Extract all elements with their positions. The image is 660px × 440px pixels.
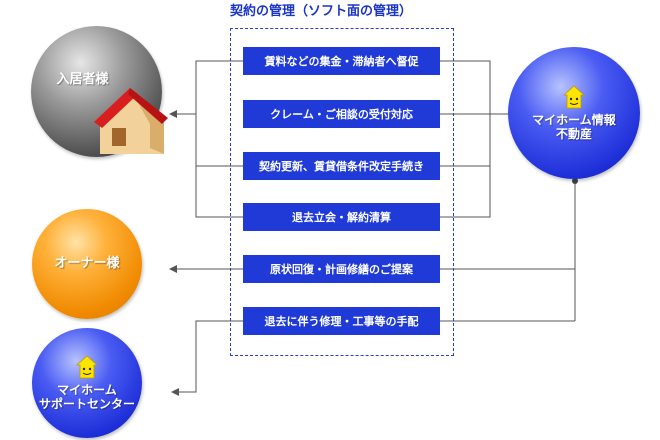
tenant-label: 入居者様 (56, 72, 109, 87)
mascot-icon (563, 85, 585, 109)
management-box (230, 28, 454, 356)
task-item: 契約更新、賃貸借条件改定手続き (243, 152, 440, 180)
owner-label: オーナー様 (54, 256, 120, 271)
owner-node: オーナー様 (32, 209, 142, 319)
support-arrow (171, 320, 243, 396)
task-item: 退去立会・解約清算 (243, 203, 440, 231)
house-icon (94, 88, 168, 154)
diagram-title: 契約の管理（ソフト面の管理） (230, 4, 413, 19)
task-item: 退去に伴う修理・工事等の手配 (243, 307, 440, 335)
support-center-node: マイホーム サポートセンター (32, 328, 142, 438)
task-item: 賃料などの集金・滞納者へ督促 (243, 47, 440, 75)
task-item: クレーム・ご相談の受付対応 (243, 100, 440, 128)
support-label-line1: マイホーム (57, 383, 117, 397)
realty-node: マイホーム情報 不動産 (508, 47, 640, 179)
task-item: 原状回復・計画修繕のご提案 (243, 255, 440, 283)
support-label-line2: サポートセンター (38, 397, 135, 411)
realty-label-line1: マイホーム情報 (532, 113, 616, 127)
left-bracket-line (195, 60, 243, 218)
realty-label-line2: 不動産 (555, 127, 592, 141)
right-bracket-line (440, 60, 491, 218)
junction-dot-bottom (572, 178, 578, 184)
mascot-icon (76, 355, 98, 379)
